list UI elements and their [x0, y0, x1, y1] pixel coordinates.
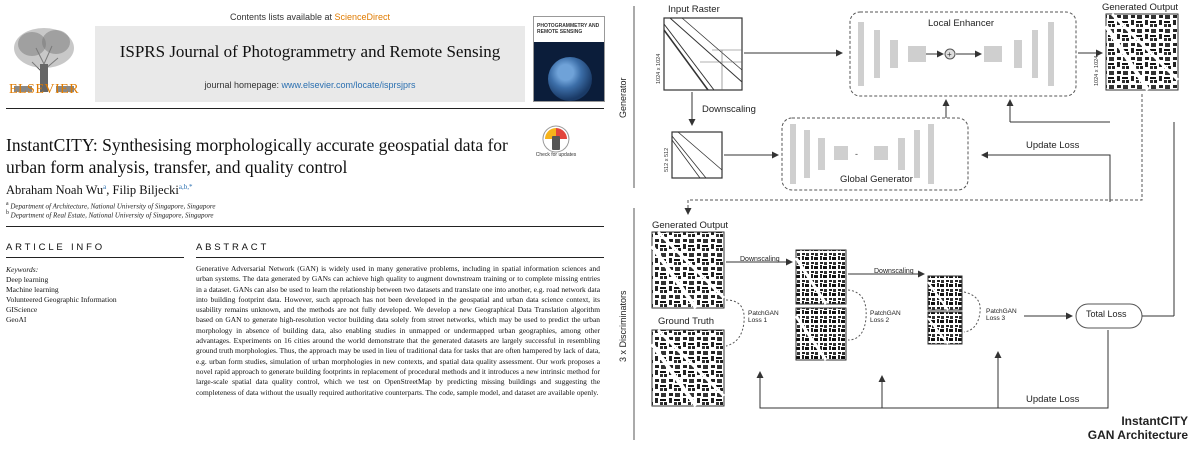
- local-enhancer-layers: [858, 22, 1054, 86]
- author-separator: ,: [106, 183, 113, 198]
- downscaling-2-label: Downscaling: [874, 268, 914, 275]
- disc-generated-output-label: Generated Output: [652, 220, 729, 231]
- disc-generated-output-image: [650, 230, 726, 310]
- diagram-canvas: + -: [633, 6, 1180, 440]
- journal-cover: PHOTOGRAMMETRY AND REMOTE SENSING: [533, 16, 605, 102]
- publisher-name: ELSEVIER: [8, 82, 80, 97]
- author-affil-marker: a: [103, 183, 107, 191]
- update-loss-top-label: Update Loss: [1026, 140, 1080, 151]
- update-loss-top-path: [981, 151, 1111, 202]
- section-rule: [6, 226, 604, 227]
- update-loss-bottom-path: [759, 330, 1109, 409]
- global-generator-label: Global Generator: [840, 174, 913, 185]
- keyword-item: Machine learning: [6, 285, 59, 294]
- keyword-item: GeoAI: [6, 315, 27, 324]
- author-name[interactable]: Abraham Noah Wu: [6, 183, 104, 198]
- paper-page: Contents lists available at ScienceDirec…: [6, 12, 605, 397]
- local-enhancer-box: [849, 11, 1077, 97]
- global-generator-layers: [790, 124, 934, 184]
- affiliation-text: Department of Real Estate, National Univ…: [10, 211, 214, 220]
- resolution-512-label: 512 x 512: [664, 147, 670, 172]
- svg-text:+: +: [947, 50, 952, 59]
- abstract-heading: ABSTRACT: [196, 242, 270, 253]
- ground-truth-image: [650, 328, 726, 408]
- affiliation-a: a Department of Architecture, National U…: [6, 201, 216, 211]
- patchgan-2-curve: [847, 289, 867, 341]
- journal-title: ISPRS Journal of Photogrammetry and Remo…: [119, 42, 501, 61]
- affiliation-b: b Department of Real Estate, National Un…: [6, 210, 214, 220]
- patchgan-loss-1-label: PatchGAN Loss 1: [748, 310, 779, 324]
- paper-title: InstantCITY: Synthesising morphologicall…: [6, 135, 508, 177]
- author-name[interactable]: Filip Biljecki: [112, 183, 179, 198]
- check-updates-label: Check for updates: [535, 152, 577, 158]
- author-list: Abraham Noah Wua, Filip Biljeckia,b,*: [6, 183, 192, 198]
- patchgan-loss-2-label: PatchGAN Loss 2: [870, 310, 901, 324]
- contents-prefix: Contents lists available at: [229, 12, 335, 22]
- discriminators-label: 3 x Discriminators: [618, 290, 628, 362]
- contents-line: Contents lists available at ScienceDirec…: [95, 12, 525, 22]
- keyword-item: GIScience: [6, 305, 38, 314]
- patchgan-loss-3-label: PatchGAN Loss 3: [986, 308, 1017, 322]
- generator-label: Generator: [618, 77, 628, 118]
- generated-output-top-label: Generated Output: [1102, 2, 1179, 13]
- scale3-truth-image: [927, 311, 963, 345]
- affiliation-text: Department of Architecture, National Uni…: [10, 202, 216, 211]
- ground-truth-label: Ground Truth: [658, 316, 714, 327]
- input-raster-image: [663, 17, 743, 91]
- scale2-truth-image: [794, 307, 847, 361]
- cover-text: PHOTOGRAMMETRY AND REMOTE SENSING: [537, 23, 600, 35]
- downscaling-main-label: Downscaling: [702, 104, 756, 115]
- elsevier-tree-logo: [6, 24, 82, 94]
- journal-homepage: journal homepage: www.elsevier.com/locat…: [95, 80, 525, 90]
- check-updates-icon[interactable]: [540, 124, 572, 158]
- article-info-heading: ARTICLE INFO: [6, 242, 105, 253]
- patchgan-3-curve: [963, 291, 981, 333]
- update-loss-bottom-label: Update Loss: [1026, 394, 1080, 405]
- architecture-title-line1: InstantCITY: [1121, 414, 1188, 428]
- keywords-heading: Keywords:: [6, 265, 39, 274]
- resolution-1024-output-label: 1024 x 1024: [1094, 55, 1100, 86]
- scale2-output-image: [794, 249, 847, 305]
- header-rule: [6, 108, 604, 109]
- article-info-rule: [6, 257, 184, 258]
- cover-globe-image: [548, 57, 592, 101]
- abstract-text: Generative Adversarial Network (GAN) is …: [196, 264, 600, 397]
- resolution-1024-label: 1024 x 1024: [656, 53, 662, 84]
- svg-text:-: -: [855, 149, 858, 159]
- global-generator-box: [781, 117, 969, 191]
- sum-node-icon: [944, 48, 956, 60]
- homepage-link[interactable]: www.elsevier.com/locate/isprsjprs: [281, 80, 416, 90]
- architecture-title-line2: GAN Architecture: [1087, 428, 1188, 442]
- patchgan-1-curve: [725, 299, 745, 347]
- author-affil-marker: a,b,*: [178, 183, 193, 191]
- keyword-item: Deep learning: [6, 275, 49, 284]
- downscaled-raster-image: [671, 131, 723, 179]
- gan-architecture-diagram: + -: [612, 0, 1200, 449]
- scale3-output-image: [927, 275, 963, 311]
- output-to-disc-link: [684, 94, 1143, 215]
- keyword-item: Volunteered Geographic Information: [6, 295, 117, 304]
- architecture-title: InstantCITY GAN Architecture: [1088, 414, 1188, 442]
- sciencedirect-link[interactable]: ScienceDirect: [334, 12, 391, 22]
- total-loss-label: Total Loss: [1086, 309, 1127, 319]
- input-raster-label: Input Raster: [668, 4, 720, 15]
- abstract-rule: [196, 257, 604, 258]
- local-enhancer-label: Local Enhancer: [928, 18, 995, 29]
- homepage-prefix: journal homepage:: [204, 80, 282, 90]
- journal-banner: ISPRS Journal of Photogrammetry and Remo…: [95, 26, 525, 102]
- downscaling-1-label: Downscaling: [740, 256, 780, 263]
- generated-output-top-image: [1104, 12, 1180, 92]
